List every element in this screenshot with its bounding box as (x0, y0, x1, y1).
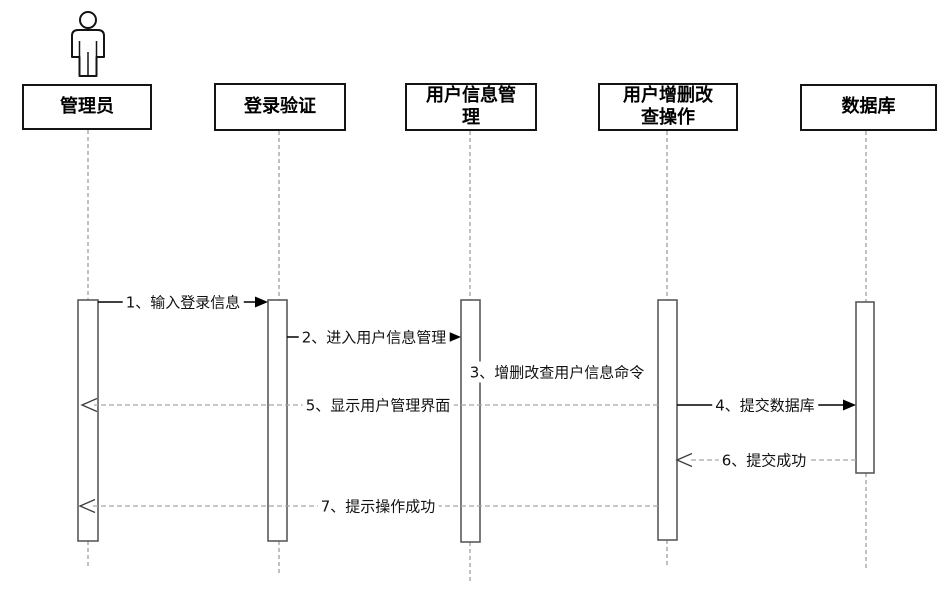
message-label-3: 3、增删改查用户信息命令 (466, 361, 648, 383)
message-label-1: 1、输入登录信息 (122, 291, 244, 313)
participant-box-user-info-mgmt: 用户信息管理 (405, 83, 537, 131)
arrowhead-filled-icon (843, 399, 856, 411)
activation-bar-login-verify (267, 299, 288, 542)
participant-label-user-info-mgmt: 用户信息管理 (426, 84, 516, 129)
arrowhead-filled-icon (448, 331, 461, 343)
participant-box-admin: 管理员 (22, 84, 152, 130)
participant-label-login-verify: 登录验证 (244, 95, 316, 117)
message-label-6: 6、提交成功 (718, 449, 810, 471)
message-label-2: 2、进入用户信息管理 (298, 326, 450, 348)
actor-person-icon (71, 11, 105, 77)
participant-box-user-crud-op: 用户增删改查操作 (598, 83, 738, 131)
arrowhead-open-icon (675, 452, 693, 468)
activation-bar-admin (77, 299, 99, 542)
activation-bar-user-crud-op (657, 299, 678, 541)
message-label-4: 4、提交数据库 (712, 394, 818, 416)
arrowhead-open-icon (80, 397, 98, 413)
participant-box-database: 数据库 (800, 84, 937, 131)
arrowhead-filled-icon (255, 296, 268, 308)
message-label-7: 7、提示操作成功 (317, 495, 439, 517)
participant-label-database: 数据库 (841, 96, 896, 118)
participant-label-admin: 管理员 (60, 95, 114, 117)
participant-label-user-crud-op: 用户增删改查操作 (623, 84, 713, 129)
activation-bar-user-info-mgmt (460, 299, 481, 543)
message-label-5: 5、显示用户管理界面 (302, 394, 454, 416)
activation-bar-database (855, 301, 875, 474)
participant-box-login-verify: 登录验证 (214, 83, 346, 131)
arrowhead-open-icon (78, 498, 96, 514)
